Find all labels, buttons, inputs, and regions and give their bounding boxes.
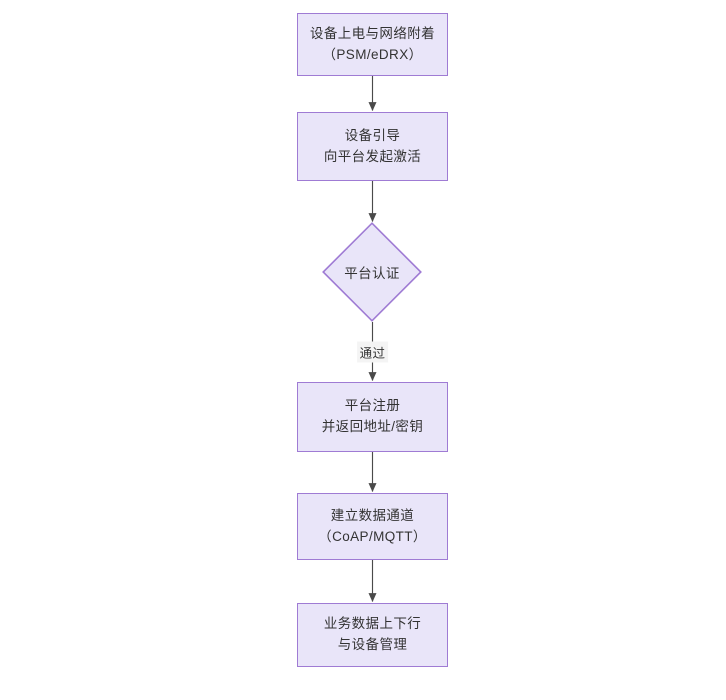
flow-node-device-power-on[interactable]: 设备上电与网络附着 （PSM/eDRX） <box>297 13 448 76</box>
flow-node-line-2: （CoAP/MQTT） <box>318 528 427 544</box>
flow-node-line-1: 设备引导 <box>344 127 401 143</box>
flow-node-line-1: 业务数据上下行 <box>323 616 422 632</box>
diamond-shape <box>322 222 422 322</box>
flow-node-line-2: 与设备管理 <box>337 637 408 652</box>
flow-node-line-1: 平台认证 <box>344 266 400 281</box>
edge-label-pass: 通过 <box>356 341 389 363</box>
flow-node-data-channel[interactable]: 建立数据通道 （CoAP/MQTT） <box>297 493 448 560</box>
flow-node-line-2: （PSM/eDRX） <box>322 46 423 62</box>
flow-node-line-1: 平台注册 <box>344 398 401 414</box>
flow-node-line-1: 建立数据通道 <box>330 507 415 523</box>
flow-node-line-2: 并返回地址/密钥 <box>321 419 424 434</box>
flow-node-platform-register[interactable]: 平台注册 并返回地址/密钥 <box>297 382 448 452</box>
flow-node-business-data[interactable]: 业务数据上下行 与设备管理 <box>297 603 448 667</box>
flow-node-line-1: 设备上电与网络附着 <box>309 25 436 41</box>
flow-node-device-bootstrap[interactable]: 设备引导 向平台发起激活 <box>297 112 448 181</box>
flow-node-platform-auth[interactable]: 平台认证 <box>322 222 422 322</box>
flow-node-line-2: 向平台发起激活 <box>323 148 422 164</box>
